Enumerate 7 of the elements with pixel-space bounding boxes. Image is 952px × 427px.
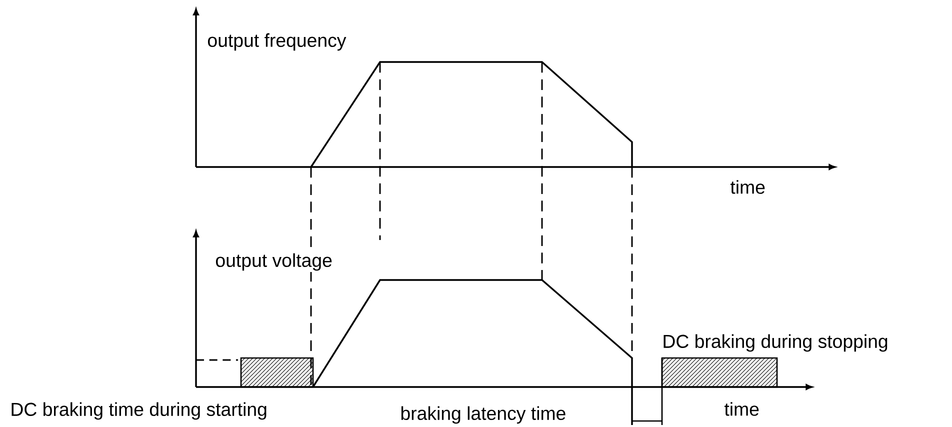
annotation-text: braking latency time xyxy=(398,404,568,426)
axis-label: time xyxy=(728,178,767,196)
annotation-text: DC braking during stopping xyxy=(660,332,890,354)
axis-label: time xyxy=(722,400,761,418)
axis-label: output voltage xyxy=(214,252,334,272)
annotation-text: DC braking time during starting xyxy=(8,400,269,422)
axis-label: output frequency xyxy=(206,32,348,52)
